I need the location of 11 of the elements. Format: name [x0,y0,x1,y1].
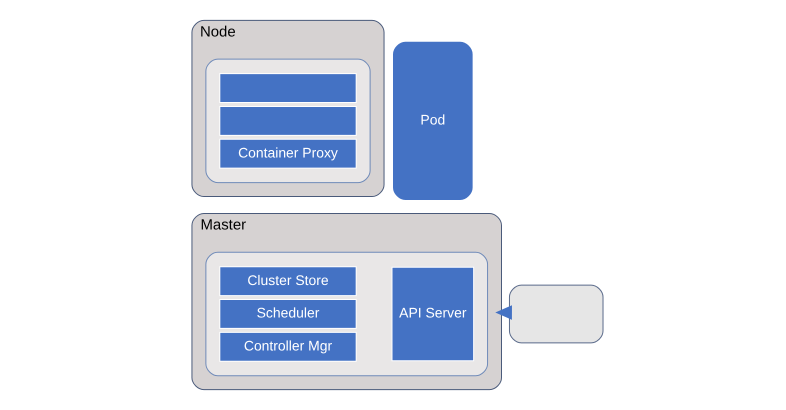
node-box [218,106,356,136]
cluster [204,252,488,376]
node-box: Container Proxy [218,138,356,169]
cluster [204,58,370,184]
node-box: Scheduler [218,299,356,329]
node-box: API Server [391,266,474,362]
arrow [494,305,512,320]
node-box [218,73,356,103]
node-box: Cluster Store [218,266,356,296]
node-box: Pod [392,42,472,200]
node-box: Controller Mgr [218,332,356,362]
